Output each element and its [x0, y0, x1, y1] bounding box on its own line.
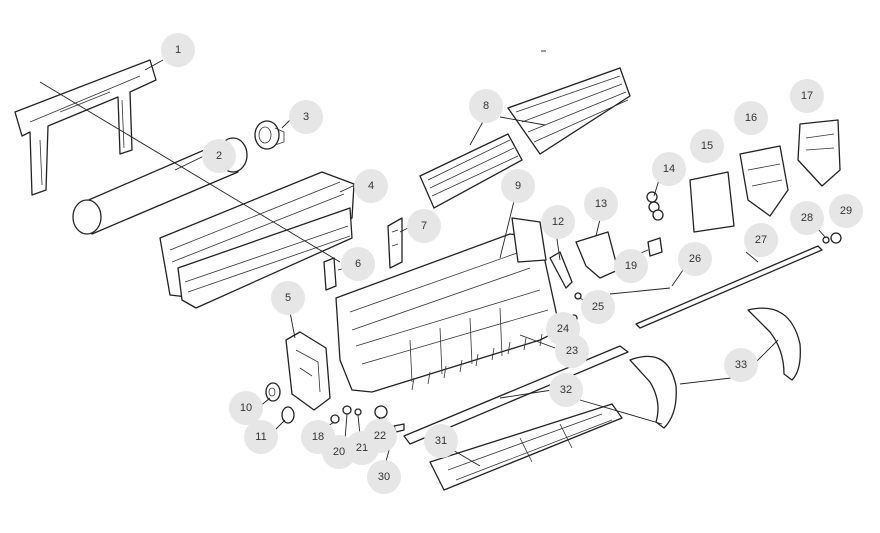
part-29-bearing — [830, 232, 842, 244]
callout-1: 1 — [161, 33, 195, 67]
part-27-rod — [635, 245, 823, 329]
part-16-control-box — [739, 145, 789, 217]
part-33-side-panels — [629, 307, 801, 429]
callout-12: 12 — [541, 205, 575, 239]
callout-6: 6 — [341, 247, 375, 281]
callout-16: 16 — [734, 101, 768, 135]
part-31-front-panel — [429, 403, 623, 491]
part-18-screw — [330, 414, 340, 424]
callout-23-label: 23 — [566, 345, 578, 357]
callout-28-label: 28 — [801, 212, 813, 224]
callout-10: 10 — [229, 391, 263, 425]
callout-17: 17 — [790, 79, 824, 113]
callout-31-label: 31 — [435, 435, 447, 447]
part-1-mounting-plate — [14, 59, 157, 196]
callout-29-label: 29 — [840, 205, 852, 217]
part-4-evaporator — [159, 171, 355, 309]
callout-6-label: 6 — [355, 258, 361, 270]
callout-14: 14 — [652, 152, 686, 186]
part-19-sensor — [647, 237, 663, 257]
callout-4: 4 — [354, 169, 388, 203]
callout-7-label: 7 — [421, 220, 427, 232]
callout-17-label: 17 — [801, 90, 813, 102]
callout-18-label: 18 — [312, 431, 324, 443]
part-32-horizontal-louver — [403, 345, 629, 445]
callout-15-label: 15 — [701, 140, 713, 152]
callout-27-label: 27 — [755, 234, 767, 246]
callout-16-label: 16 — [745, 112, 757, 124]
callout-9-label: 9 — [515, 180, 521, 192]
callout-2: 2 — [202, 139, 236, 173]
part-13-bracket — [575, 231, 619, 279]
callout-1-label: 1 — [175, 44, 181, 56]
callout-32: 32 — [549, 373, 583, 407]
callout-13-label: 13 — [595, 198, 607, 210]
callout-4-label: 4 — [368, 180, 374, 192]
callout-5: 5 — [271, 281, 305, 315]
part-7-bracket — [387, 217, 403, 269]
callout-19: 19 — [614, 249, 648, 283]
part-8-air-filters — [419, 67, 631, 209]
callout-13: 13 — [584, 187, 618, 221]
callout-29: 29 — [829, 194, 863, 228]
callout-15: 15 — [690, 129, 724, 163]
callout-8: 8 — [469, 89, 503, 123]
part-3-fan-motor — [254, 120, 285, 150]
part-14-screws — [646, 191, 664, 221]
callout-24: 24 — [546, 312, 580, 346]
part-6-clip — [323, 257, 337, 291]
part-10-bearing — [265, 382, 281, 402]
callout-2-label: 2 — [216, 150, 222, 162]
part-21-screw — [354, 408, 362, 416]
callout-8-label: 8 — [483, 100, 489, 112]
callout-3-label: 3 — [303, 111, 309, 123]
callout-14-label: 14 — [663, 163, 675, 175]
callout-33-label: 33 — [735, 359, 747, 371]
part-9-main-chassis — [335, 217, 561, 393]
callout-26: 26 — [678, 242, 712, 276]
callout-7: 7 — [407, 209, 441, 243]
callout-22: 22 — [363, 419, 397, 453]
callout-30-label: 30 — [378, 471, 390, 483]
callout-12-label: 12 — [552, 216, 564, 228]
part-17-electric-box — [797, 119, 841, 187]
callout-9: 9 — [501, 169, 535, 203]
callout-11: 11 — [244, 420, 278, 454]
callout-28: 28 — [790, 201, 824, 235]
callout-26-label: 26 — [689, 253, 701, 265]
part-28-pin — [822, 236, 830, 244]
callout-5-label: 5 — [285, 292, 291, 304]
callout-31: 31 — [424, 424, 458, 458]
part-11-cap — [281, 406, 295, 424]
callout-10-label: 10 — [240, 402, 252, 414]
part-20-screw — [342, 405, 352, 415]
part-15-cover-plate — [689, 171, 735, 233]
part-26-pipe — [609, 287, 671, 295]
part-22-cap — [374, 405, 388, 419]
part-23-louvers — [411, 333, 543, 391]
callout-33: 33 — [724, 348, 758, 382]
part-25-screw — [574, 292, 582, 300]
callout-3: 3 — [289, 100, 323, 134]
callout-25-label: 25 — [592, 301, 604, 313]
part-5-side-bracket — [285, 331, 331, 411]
callout-24-label: 24 — [557, 323, 569, 335]
callout-11-label: 11 — [255, 431, 266, 443]
callout-19-label: 19 — [625, 260, 637, 272]
callout-21-label: 21 — [356, 442, 368, 454]
callout-32-label: 32 — [560, 384, 572, 396]
callout-22-label: 22 — [374, 430, 386, 442]
callout-25: 25 — [581, 290, 615, 324]
callout-30: 30 — [367, 460, 401, 494]
part-12-cover — [549, 251, 573, 289]
callout-27: 27 — [744, 223, 778, 257]
callout-20-label: 20 — [333, 446, 345, 458]
